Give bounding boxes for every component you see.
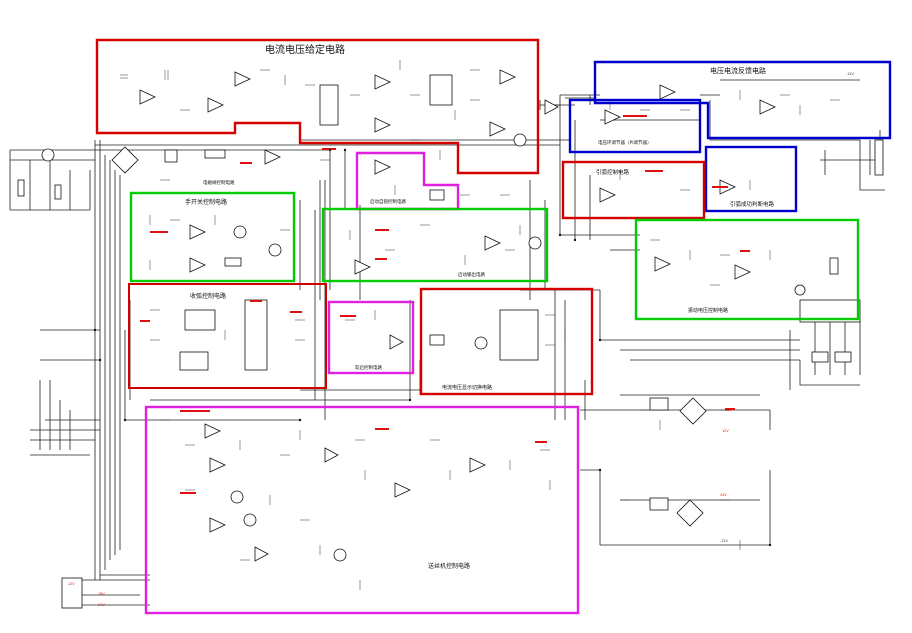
block-labels: 电流电压给定电路 电压电流反馈电路 电压环调节器（PI调节器） 引弧控制电路 引… bbox=[185, 43, 775, 570]
block-outline-wire-feeder bbox=[144, 405, 580, 615]
block-outline-arc-success bbox=[704, 145, 798, 213]
terminal-labels: 24V 18V 12V -12V 24V 18V 12V -12V bbox=[68, 72, 855, 607]
junction-dots bbox=[93, 148, 772, 547]
terminal-12v-right: 12V bbox=[722, 429, 729, 433]
block-outline-display-switch bbox=[419, 287, 594, 396]
block-outline-vibration-voltage bbox=[634, 218, 860, 321]
label-handheld-switch-control: 手开关控制电路 bbox=[185, 198, 227, 206]
label-arc-success-detect: 引弧成功判断电路 bbox=[730, 200, 775, 208]
block-outlines bbox=[95, 38, 892, 615]
block-outline-handheld-switch bbox=[129, 191, 296, 283]
block-outline-arc-start bbox=[561, 160, 706, 220]
label-wire-feeder-control: 送丝机控制电路 bbox=[428, 562, 470, 570]
terminal-12v-bottom: 12V bbox=[68, 582, 75, 586]
wiring bbox=[9, 79, 885, 606]
block-outline-voltage-loop bbox=[568, 98, 702, 154]
block-outline-start-output bbox=[321, 207, 549, 283]
label-current-voltage-display-switch: 电流电压显示切换电路 bbox=[442, 384, 492, 391]
label-voltage-loop-adjust: 电压环调节器（PI调节器） bbox=[598, 139, 652, 146]
label-solenoid-valve-control: 电磁阀控制电路 bbox=[203, 179, 235, 186]
block-outline-soft-start bbox=[327, 300, 415, 375]
label-arc-collapse-control: 收弧控制电路 bbox=[190, 292, 226, 300]
terminal-24v-right: 24V bbox=[720, 493, 727, 497]
block-outline-arc-collapse bbox=[128, 283, 327, 389]
terminal-18v-right: 18V bbox=[725, 408, 732, 412]
terminal-neg12v-right: -12V bbox=[720, 539, 729, 543]
terminal-18v-bottom: 18V bbox=[98, 592, 105, 596]
block-outline-current-voltage-setpoint bbox=[95, 38, 540, 175]
label-soft-start-control: 软启控制电路 bbox=[355, 364, 382, 371]
component-value-marks bbox=[140, 115, 750, 494]
terminal-24v-bottom: 24V bbox=[98, 603, 105, 607]
block-outline-voltage-current-feedback bbox=[593, 60, 892, 140]
label-auto-hold-control: 启动自锁控制电路 bbox=[370, 198, 406, 205]
label-voltage-current-feedback: 电压电流反馈电路 bbox=[710, 66, 766, 75]
label-vibration-voltage-control: 振动电压控制电路 bbox=[688, 307, 728, 314]
passive-parts bbox=[120, 60, 840, 590]
label-arc-start-control: 引弧控制电路 bbox=[596, 168, 630, 176]
label-current-voltage-setpoint: 电流电压给定电路 bbox=[265, 43, 345, 56]
terminal-neg12v-top: -12V bbox=[846, 72, 855, 76]
label-start-output-circuit: 启动输出电路 bbox=[458, 271, 485, 278]
components bbox=[17, 69, 884, 609]
